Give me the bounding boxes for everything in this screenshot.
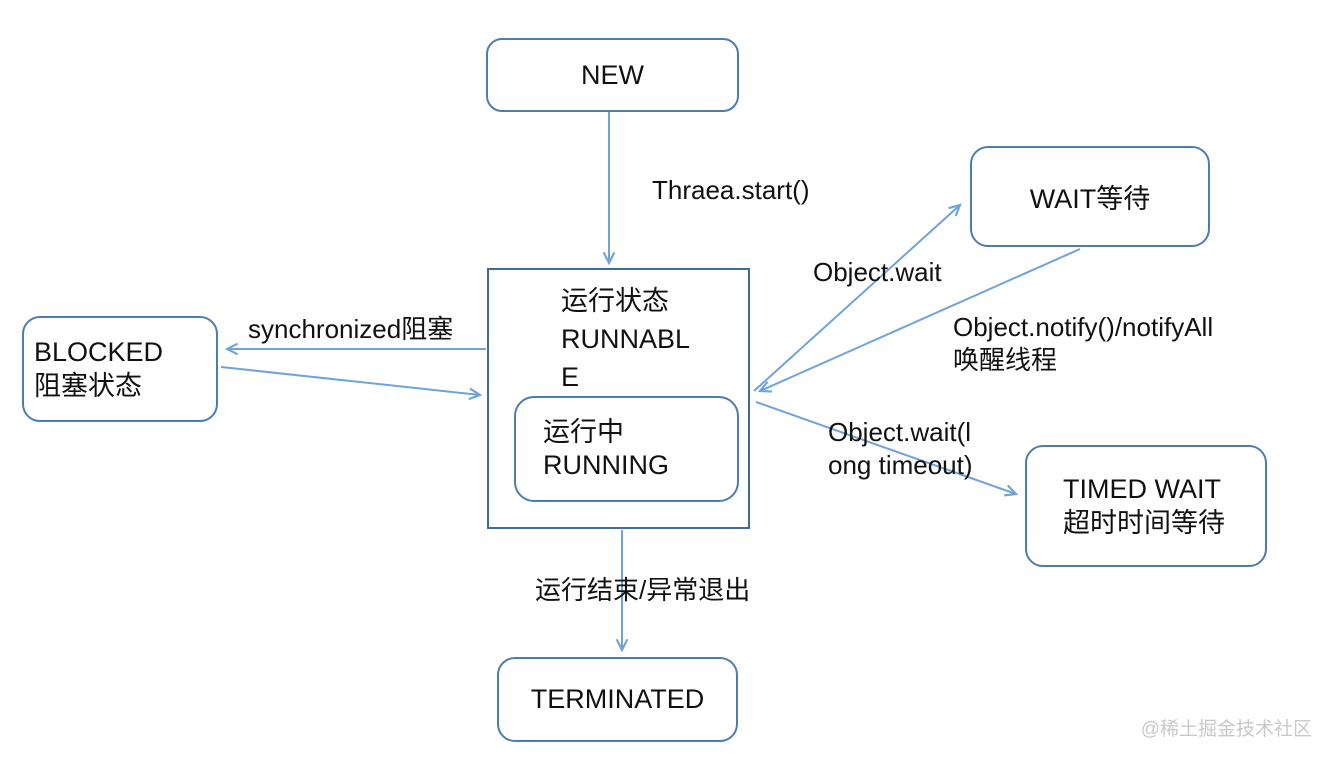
edge-label-thread-start: Thraea.start() [652,175,810,205]
watermark: @稀土掘金技术社区 [1140,719,1312,740]
edge-label-object-wait: Object.wait [813,257,942,287]
node-blocked: BLOCKED 阻塞状态 [22,316,218,422]
arrow-blocked-to-runnable [220,366,483,401]
node-wait: WAIT等待 [970,146,1210,247]
node-runnable-label: 运行状态 RUNNABL E [561,286,691,392]
node-new: NEW [486,38,739,112]
arrow-runnable-to-wait [753,203,962,392]
arrow-runnable-to-timedwait [755,401,1019,497]
edge-label-synchronized: synchronized阻塞 [248,314,454,344]
edge-label-notify: Object.notify()/notifyAll 唤醒线程 [953,312,1214,375]
edge-label-timed-wait-call: Object.wait(l ong timeout) [828,417,973,480]
node-terminated: TERMINATED [497,657,738,742]
node-runnable: 运行状态 RUNNABL E 运行中 RUNNING [487,268,750,529]
arrow-wait-to-runnable [757,248,1081,393]
node-timed-wait: TIMED WAIT 超时时间等待 [1025,445,1267,567]
edge-label-terminate: 运行结束/异常退出 [535,575,751,605]
node-running: 运行中 RUNNING [514,396,739,502]
